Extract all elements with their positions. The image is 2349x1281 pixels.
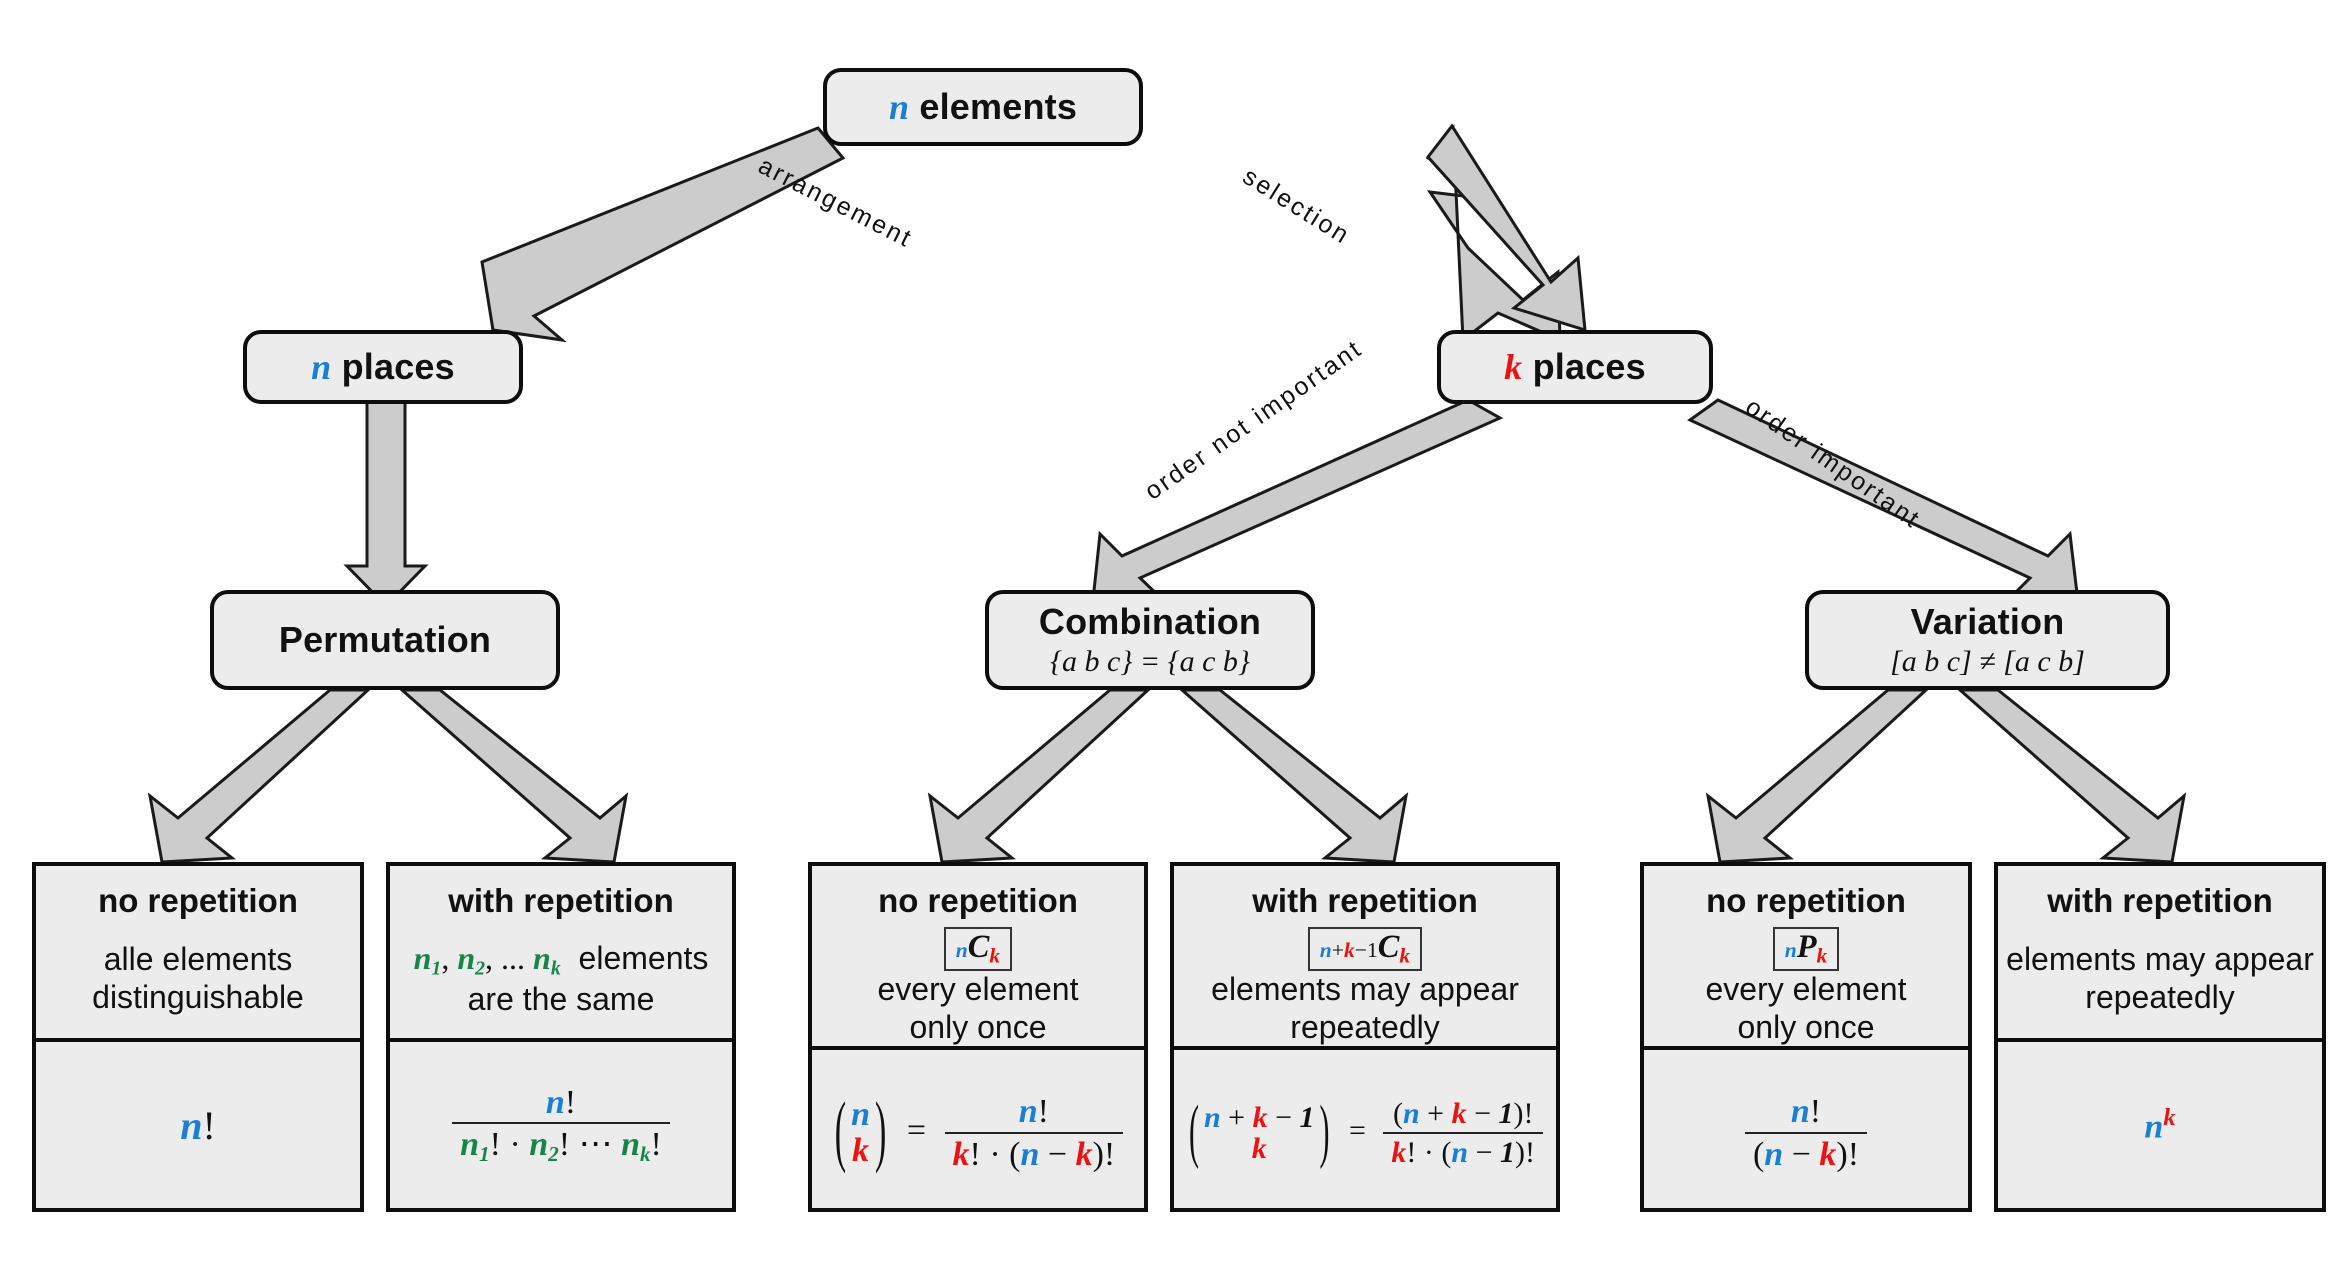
leaf4-symbol: n+k−1Ck bbox=[1319, 929, 1411, 968]
node-combination-subtitle: {a b c} = {a c b} bbox=[1050, 645, 1250, 678]
node-variation[interactable]: Variation [a b c] ≠ [a c b] bbox=[1805, 590, 2170, 690]
arrow-variation-to-leaf5 bbox=[1705, 688, 1930, 864]
node-variation-title: Variation bbox=[1910, 601, 2065, 642]
arrow-combination-to-leaf4 bbox=[1178, 688, 1409, 864]
arrow-n-places-to-permutation bbox=[343, 398, 429, 609]
leaf1-upper: no repetition alle elements distinguisha… bbox=[36, 866, 360, 1038]
arrow-permutation-to-leaf2 bbox=[398, 688, 629, 864]
root-label: elements bbox=[919, 86, 1078, 127]
leaf-variation-with-repetition[interactable]: with repetition elements may appear repe… bbox=[1994, 862, 2326, 1212]
leaf1-description: alle elements distinguishable bbox=[84, 941, 312, 1017]
leaf3-desc-line2: only once bbox=[909, 1008, 1047, 1045]
leaf5-formula-cell: n! (n − k)! bbox=[1644, 1046, 1968, 1216]
edge-label-selection: selection bbox=[1237, 162, 1356, 251]
leaf5-desc-line2: only once bbox=[1737, 1008, 1875, 1045]
leaf2-formula-cell: n! n1! · n2! ⋯ nk! bbox=[390, 1038, 732, 1208]
node-n-places-title: n places bbox=[311, 346, 455, 388]
leaf2-desc-vars: n1, n2, ... nk bbox=[413, 939, 561, 980]
leaf-permutation-with-repetition[interactable]: with repetition n1, n2, ... nk elements … bbox=[386, 862, 736, 1212]
leaf5-formula: n! (n − k)! bbox=[1744, 1094, 1868, 1172]
leaf1-desc-line2: distinguishable bbox=[92, 979, 304, 1015]
leaf1-formula: n! bbox=[180, 1102, 216, 1148]
leaf5-heading: no repetition bbox=[1706, 882, 1906, 919]
root-var-n: n bbox=[888, 87, 910, 127]
leaf2-formula: n! n1! · n2! ⋯ nk! bbox=[452, 1084, 670, 1166]
leaf-variation-no-repetition[interactable]: no repetition nPk every element only onc… bbox=[1640, 862, 1972, 1212]
leaf5-symbol-box: nPk bbox=[1772, 927, 1840, 971]
leaf2-desc-line2: are the same bbox=[467, 980, 655, 1017]
k-places-var-k: k bbox=[1504, 347, 1523, 387]
n-places-var-n: n bbox=[311, 347, 332, 387]
leaf-combination-no-repetition[interactable]: no repetition nCk every element only onc… bbox=[808, 862, 1148, 1212]
leaf6-desc-line2: repeatedly bbox=[2085, 979, 2235, 1015]
leaf2-desc-word: elements bbox=[569, 939, 709, 976]
node-k-places-title: k places bbox=[1504, 346, 1646, 388]
arrow-root-to-k-places-shaft bbox=[1426, 123, 1587, 333]
leaf4-upper: with repetition n+k−1Ck elements may app… bbox=[1174, 866, 1556, 1046]
n-places-label: places bbox=[341, 346, 455, 387]
node-n-places[interactable]: n places bbox=[243, 330, 523, 404]
leaf-permutation-no-repetition[interactable]: no repetition alle elements distinguisha… bbox=[32, 862, 364, 1212]
leaf5-description: every element only once bbox=[1698, 971, 1915, 1047]
node-root-title: n elements bbox=[889, 86, 1077, 128]
arrow-permutation-to-leaf1 bbox=[147, 688, 372, 864]
leaf3-upper: no repetition nCk every element only onc… bbox=[812, 866, 1144, 1046]
arrow-root-to-n-places bbox=[480, 126, 846, 343]
edge-label-arrangement: arrangement bbox=[753, 151, 918, 254]
leaf4-desc-line1: elements may appear bbox=[1211, 970, 1519, 1007]
leaf2-description: n1, n2, ... nk elements are the same bbox=[406, 940, 717, 1019]
leaf6-formula: nk bbox=[2144, 1103, 2176, 1146]
leaf6-formula-cell: nk bbox=[1998, 1038, 2322, 1208]
leaf4-heading: with repetition bbox=[1252, 882, 1478, 919]
leaf6-description: elements may appear repeatedly bbox=[1998, 941, 2322, 1017]
leaf5-upper: no repetition nPk every element only onc… bbox=[1644, 866, 1968, 1046]
leaf1-formula-cell: n! bbox=[36, 1038, 360, 1208]
leaf6-desc-line1: elements may appear bbox=[2006, 941, 2314, 978]
leaf3-symbol-box: nCk bbox=[943, 927, 1013, 971]
leaf2-heading: with repetition bbox=[448, 882, 674, 919]
leaf5-symbol: nPk bbox=[1784, 929, 1828, 968]
node-variation-subtitle: [a b c] ≠ [a c b] bbox=[1890, 645, 2085, 678]
node-permutation[interactable]: Permutation bbox=[210, 590, 560, 690]
leaf2-upper: with repetition n1, n2, ... nk elements … bbox=[390, 866, 732, 1038]
leaf1-heading: no repetition bbox=[98, 882, 298, 919]
leaf4-symbol-box: n+k−1Ck bbox=[1307, 927, 1423, 971]
leaf3-heading: no repetition bbox=[878, 882, 1078, 919]
arrow-combination-to-leaf3 bbox=[927, 688, 1152, 864]
node-permutation-title: Permutation bbox=[278, 619, 492, 660]
arrow-root-to-k-places bbox=[1425, 124, 1562, 343]
edge-label-order-important: order important bbox=[1740, 392, 1926, 535]
leaf1-desc-line1: alle elements bbox=[103, 941, 293, 978]
node-root-n-elements[interactable]: n elements bbox=[823, 68, 1143, 146]
leaf6-heading: with repetition bbox=[2047, 882, 2273, 919]
leaf6-upper: with repetition elements may appear repe… bbox=[1998, 866, 2322, 1038]
edge-label-order-not-important: order not important bbox=[1139, 334, 1368, 506]
node-k-places[interactable]: k places bbox=[1437, 330, 1713, 404]
leaf5-desc-line1: every element bbox=[1705, 970, 1907, 1007]
node-combination-title: Combination bbox=[1038, 601, 1262, 642]
arrow-variation-to-leaf6 bbox=[1956, 688, 2187, 864]
node-combination[interactable]: Combination {a b c} = {a c b} bbox=[985, 590, 1315, 690]
leaf3-description: every element only once bbox=[870, 971, 1087, 1047]
k-places-label: places bbox=[1532, 346, 1646, 387]
leaf3-desc-line1: every element bbox=[877, 970, 1079, 1007]
leaf4-desc-line2: repeatedly bbox=[1290, 1008, 1440, 1045]
leaf4-description: elements may appear repeatedly bbox=[1203, 971, 1527, 1047]
leaf3-symbol: nCk bbox=[955, 929, 1001, 968]
leaf-combination-with-repetition[interactable]: with repetition n+k−1Ck elements may app… bbox=[1170, 862, 1560, 1212]
